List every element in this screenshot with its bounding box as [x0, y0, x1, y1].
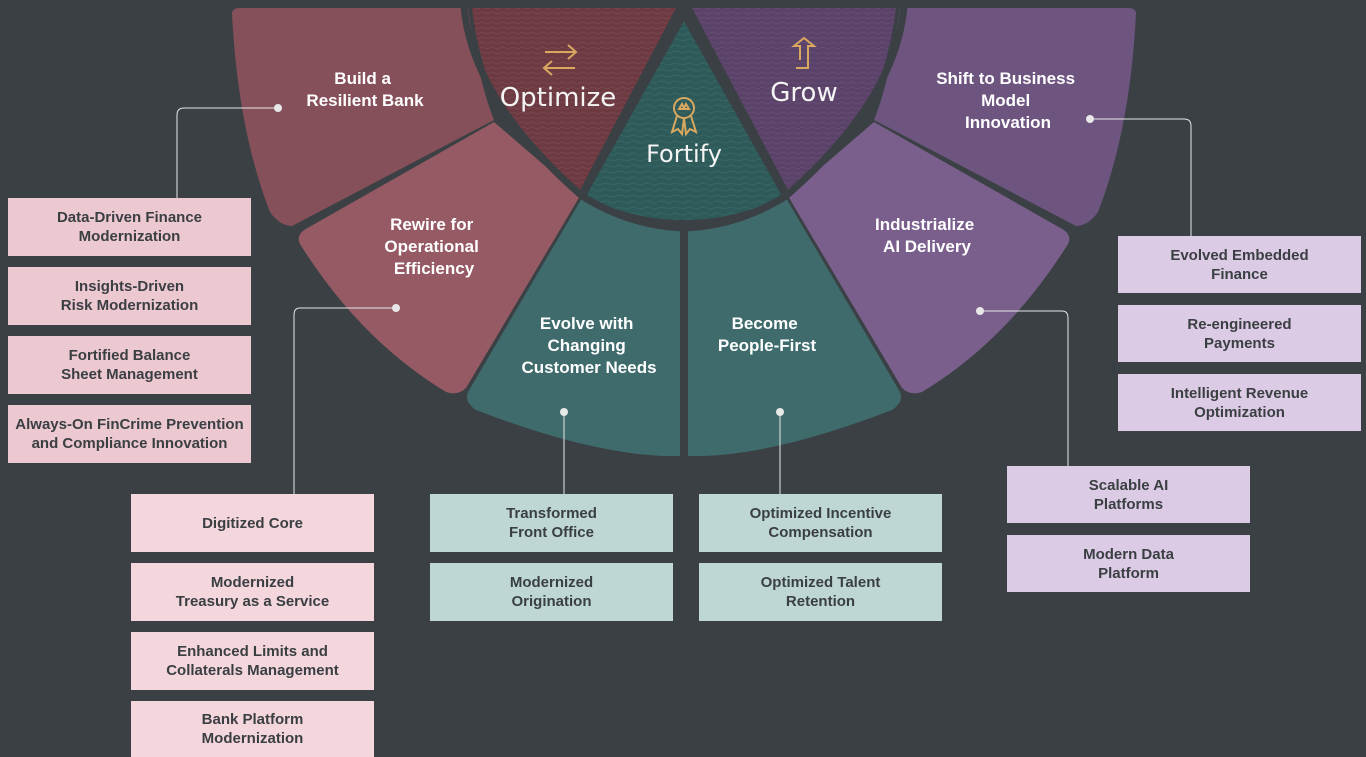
segment-rewire	[298, 122, 580, 394]
box-limits-collaterals: Enhanced Limits and Collaterals Manageme…	[131, 632, 374, 690]
box-modern-data: Modern Data Platform	[1007, 535, 1250, 592]
connectors	[176, 107, 1192, 494]
swap-arrows-icon	[542, 44, 578, 76]
box-origination: Modernized Origination	[430, 563, 673, 621]
optimize-label: Optimize	[500, 83, 617, 113]
segment-people	[688, 198, 901, 457]
box-front-office: Transformed Front Office	[430, 494, 673, 552]
box-digitized-core: Digitized Core	[131, 494, 374, 552]
connector-dots	[274, 104, 1094, 416]
rewire-label: Rewire for Operational Efficiency	[384, 215, 483, 278]
separators	[460, 5, 908, 460]
box-treasury-service: Modernized Treasury as a Service	[131, 563, 374, 621]
segment-industrialize	[788, 122, 1070, 394]
box-scalable-ai: Scalable AI Platforms	[1007, 466, 1250, 523]
people-label: Become People-First	[718, 314, 817, 355]
industrialize-label: Industrialize AI Delivery	[875, 215, 979, 256]
medal-icon	[670, 97, 698, 137]
evolve-label: Evolve with Changing Customer Needs	[521, 314, 656, 377]
box-talent-retention: Optimized Talent Retention	[699, 563, 942, 621]
growth-arrow-icon	[791, 36, 817, 69]
box-payments: Re-engineered Payments	[1118, 305, 1361, 362]
grow-label: Grow	[770, 78, 837, 108]
segment-resilient	[232, 8, 494, 226]
box-fincrime-prevention: Always-On FinCrime Prevention and Compli…	[8, 405, 251, 463]
box-data-driven-finance: Data-Driven Finance Modernization	[8, 198, 251, 256]
box-embedded-finance: Evolved Embedded Finance	[1118, 236, 1361, 293]
segment-grow	[692, 8, 896, 190]
segment-optimize	[472, 8, 676, 190]
segment-evolve	[467, 198, 680, 457]
segment-shift	[874, 8, 1136, 226]
box-fortified-balance-sheet: Fortified Balance Sheet Management	[8, 336, 251, 394]
shift-label: Shift to Business Model Innovation	[936, 69, 1080, 132]
box-incentive-compensation: Optimized Incentive Compensation	[699, 494, 942, 552]
box-revenue-optimization: Intelligent Revenue Optimization	[1118, 374, 1361, 431]
fortify-label: Fortify	[646, 140, 722, 168]
box-insights-driven-risk: Insights-Driven Risk Modernization	[8, 267, 251, 325]
resilient-label: Build a Resilient Bank	[306, 69, 424, 110]
box-bank-platform: Bank Platform Modernization	[131, 701, 374, 757]
